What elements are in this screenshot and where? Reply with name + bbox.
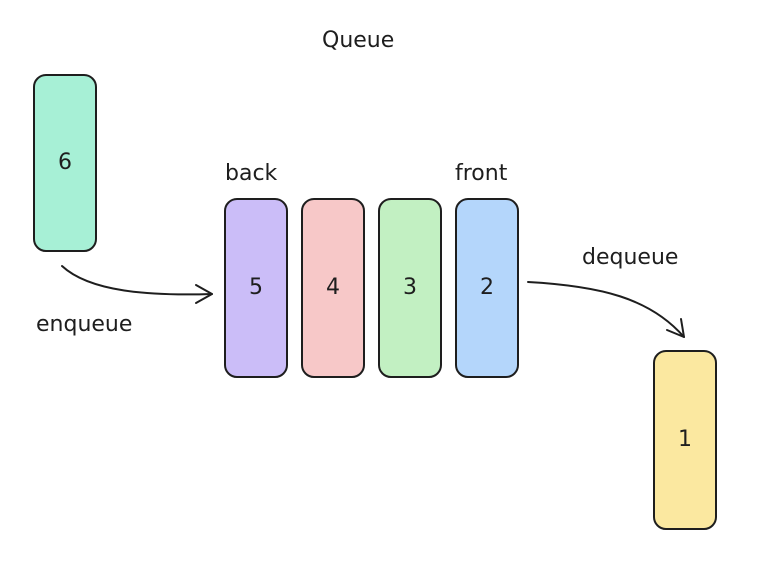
dequeue-label: dequeue bbox=[582, 245, 678, 270]
queue-item-box bbox=[301, 198, 365, 378]
outgoing-item-box bbox=[653, 350, 717, 530]
queue-item-label: 4 bbox=[326, 275, 340, 300]
queue-item-label: 5 bbox=[249, 275, 263, 300]
outgoing-item-label: 1 bbox=[678, 427, 692, 452]
queue-item-1: 4 bbox=[301, 198, 365, 378]
queue-item-3: 2 bbox=[455, 198, 519, 378]
outgoing-item: 1 bbox=[653, 350, 717, 530]
incoming-item-box bbox=[33, 74, 97, 252]
queue-item-0: 5 bbox=[224, 198, 288, 378]
diagram-title: Queue bbox=[322, 28, 394, 53]
queue-item-box bbox=[455, 198, 519, 378]
incoming-item: 6 bbox=[33, 74, 97, 252]
back-label: back bbox=[225, 161, 278, 186]
queue-item-box bbox=[378, 198, 442, 378]
enqueue-label: enqueue bbox=[36, 312, 132, 337]
incoming-item-label: 6 bbox=[58, 150, 72, 175]
queue-item-box bbox=[224, 198, 288, 378]
dequeue-arrow bbox=[527, 281, 685, 338]
enqueue-arrow bbox=[61, 265, 213, 304]
queue-item-label: 2 bbox=[480, 275, 494, 300]
queue-item-2: 3 bbox=[378, 198, 442, 378]
queue-item-label: 3 bbox=[403, 275, 417, 300]
front-label: front bbox=[455, 161, 508, 186]
